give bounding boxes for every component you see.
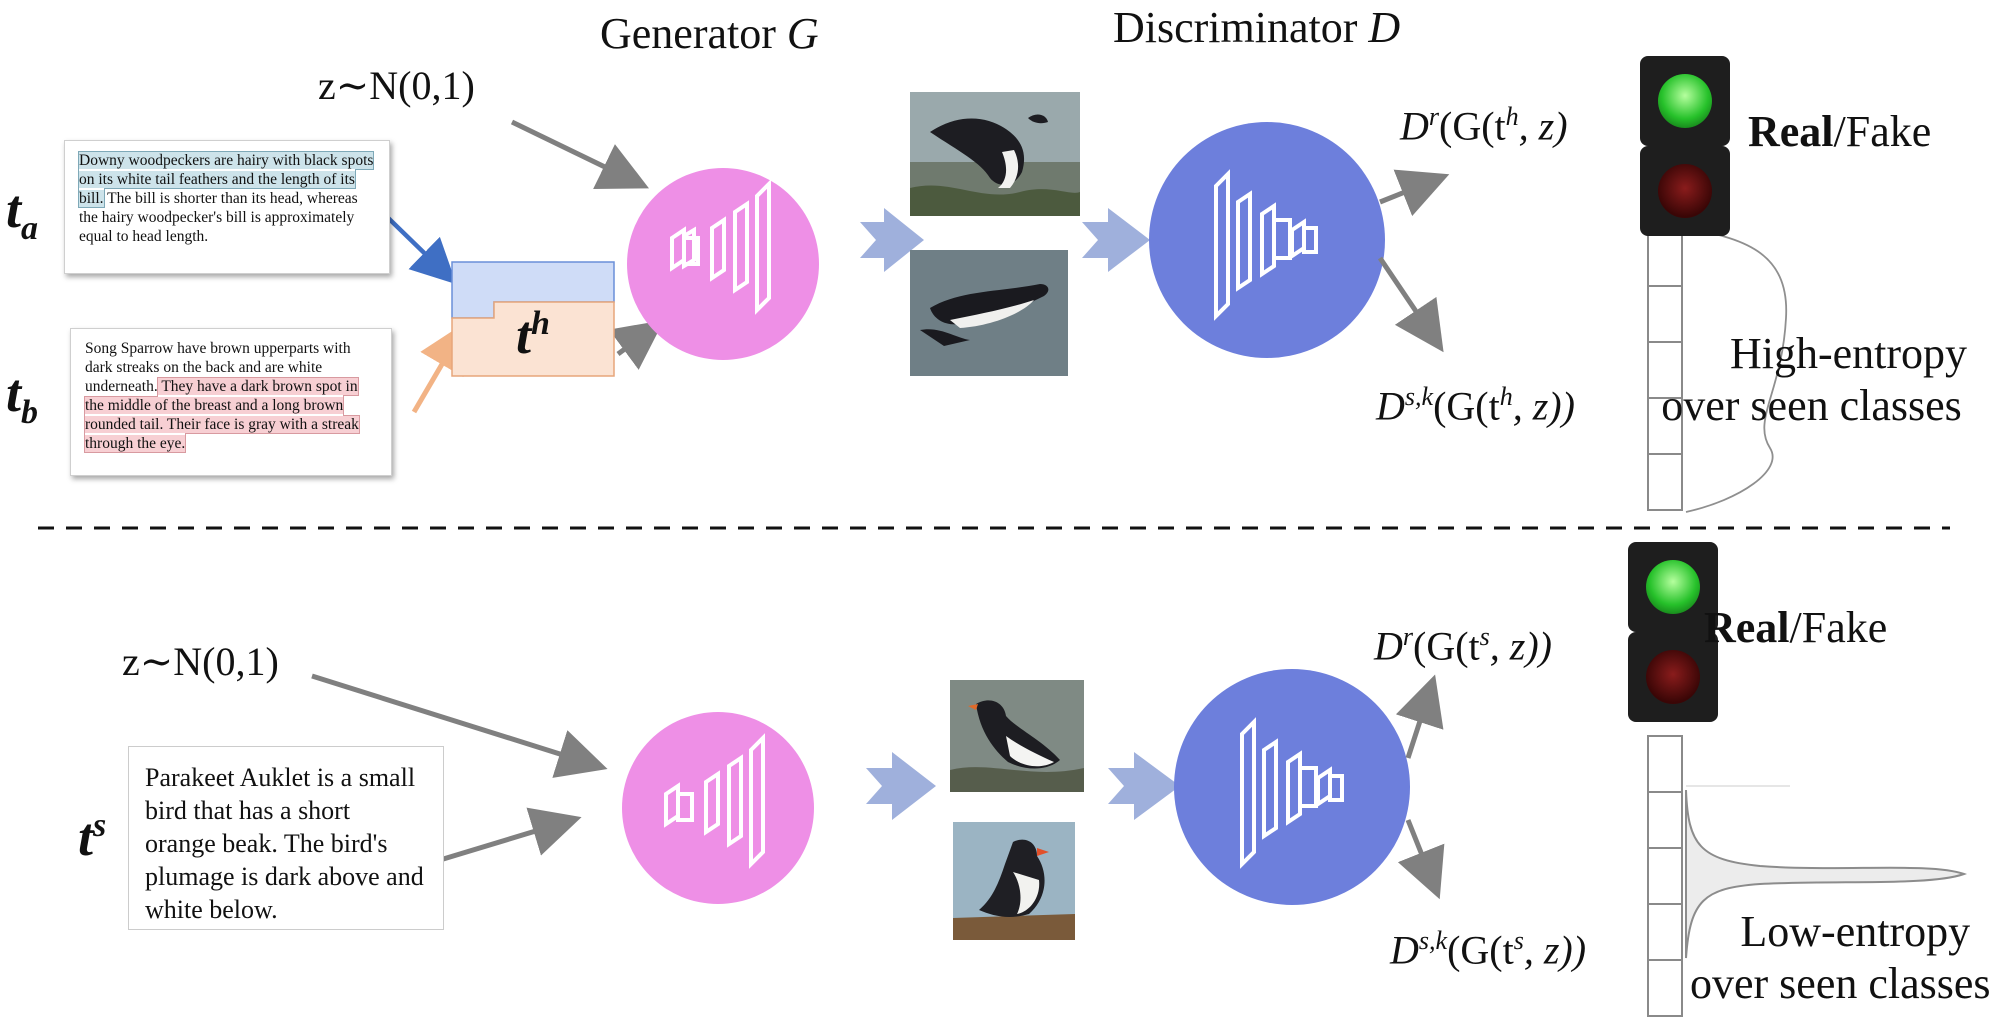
th-bottom-block [451,301,615,377]
discriminator-network-icon-top [1214,169,1318,321]
disc-class-arrow-top [1377,256,1444,353]
generator-network-icon-bottom [664,733,765,869]
high-entropy-label: High-entropy over seen classes [1661,328,1968,432]
real-fake-label-bottom: Real/Fake [1704,603,1888,652]
text-a-highlight: Downy woodpeckers are hairy with black s… [77,151,375,208]
ts-label: ts [78,807,107,867]
noise-label-bottom: z∼N(0,1) [122,639,279,684]
low-entropy-curve [1685,789,1968,959]
class-bar-top [1647,229,1683,511]
text-a-rest: The bill is shorter than its head, where… [79,190,358,245]
text-b-box: Song Sparrow have brown upperparts with … [70,328,392,476]
generated-bird-image-3 [950,680,1084,792]
high-entropy-line2: over seen classes [1661,381,1962,430]
generated-bird-image-4 [953,822,1075,940]
discriminator-title: Discriminator D [1113,2,1400,53]
th-arrow [608,320,665,370]
ta-arrow [380,210,457,285]
generator-title: Generator G [600,8,819,59]
noise-arrow-bottom [311,673,608,778]
generated-bird-image-2 [910,250,1068,376]
real-output-bottom: Dr(G(ts, z)) [1374,622,1552,669]
discriminator-network-icon-bottom [1240,717,1344,869]
low-entropy-line1: Low-entropy [1740,907,1971,956]
discriminator-circle-top [1149,122,1385,358]
disc-class-arrow-bottom [1397,819,1445,900]
class-bar-bottom [1647,735,1683,1017]
generator-network-icon-top [670,179,771,315]
traffic-light-green-top [1640,56,1730,146]
block-arrow-bottom-1 [866,752,936,820]
discriminator-title-text: Discriminator [1113,3,1358,52]
class-output-bottom: Ds,k(G(ts, z)) [1390,926,1587,973]
traffic-light-green-bottom [1628,542,1718,632]
generated-bird-image-1 [910,92,1080,216]
generator-symbol: G [786,9,819,58]
high-entropy-curve [1685,227,1787,513]
discriminator-symbol: D [1368,3,1401,52]
text-a-box: Downy woodpeckers are hairy with black s… [64,140,390,274]
ta-label: ta [6,179,39,247]
real-fake-label-top: Real/Fake [1748,107,1932,156]
block-arrow-top-1 [860,208,924,272]
generator-title-text: Generator [600,9,776,58]
text-s-box: Parakeet Auklet is a small bird that has… [128,746,444,930]
noise-label-top: z∼N(0,1) [318,63,475,108]
discriminator-circle-bottom [1174,669,1410,905]
block-arrow-bottom-2 [1108,752,1180,820]
th-label: th [516,305,550,365]
noise-arrow-top [510,119,649,190]
class-output-top: Ds,k(G(th, z)) [1376,382,1575,429]
disc-real-arrow-bottom [1395,674,1444,759]
low-entropy-label: Low-entropy over seen classes [1690,906,1991,1010]
high-entropy-line1: High-entropy [1730,329,1968,378]
tb-label: tb [6,363,39,431]
low-entropy-line2: over seen classes [1690,959,1991,1008]
text-arrow-bottom [439,807,582,863]
text-b-rest: Song Sparrow have brown upperparts with … [85,340,351,395]
traffic-light-red-bottom [1628,632,1718,722]
disc-real-arrow-top [1379,169,1450,217]
block-arrow-top-2 [1082,208,1150,272]
real-output-top: Dr(G(th, z) [1400,102,1568,149]
traffic-light-red-top [1640,146,1730,236]
